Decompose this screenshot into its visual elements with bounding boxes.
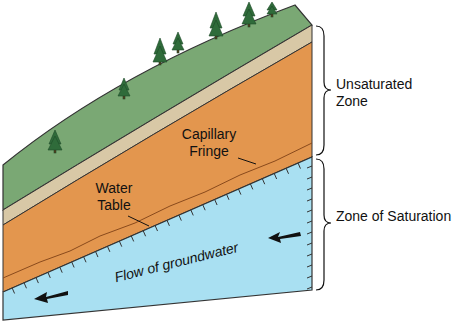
saturated-zone [3, 157, 312, 320]
water-table-ticks [12, 163, 312, 293]
bracket [316, 159, 331, 290]
leader-line [238, 158, 256, 164]
flow-arrow [34, 291, 68, 303]
bracket [316, 26, 331, 155]
trees [48, 2, 277, 153]
zone-label: Capillary Fringe [170, 126, 248, 160]
zone-label: Water Table [88, 180, 140, 214]
zone-label: Zone of Saturation [336, 208, 452, 225]
flow-arrow [268, 232, 301, 243]
leader-line [128, 216, 149, 226]
zone-label: Unsaturated Zone [336, 76, 448, 110]
